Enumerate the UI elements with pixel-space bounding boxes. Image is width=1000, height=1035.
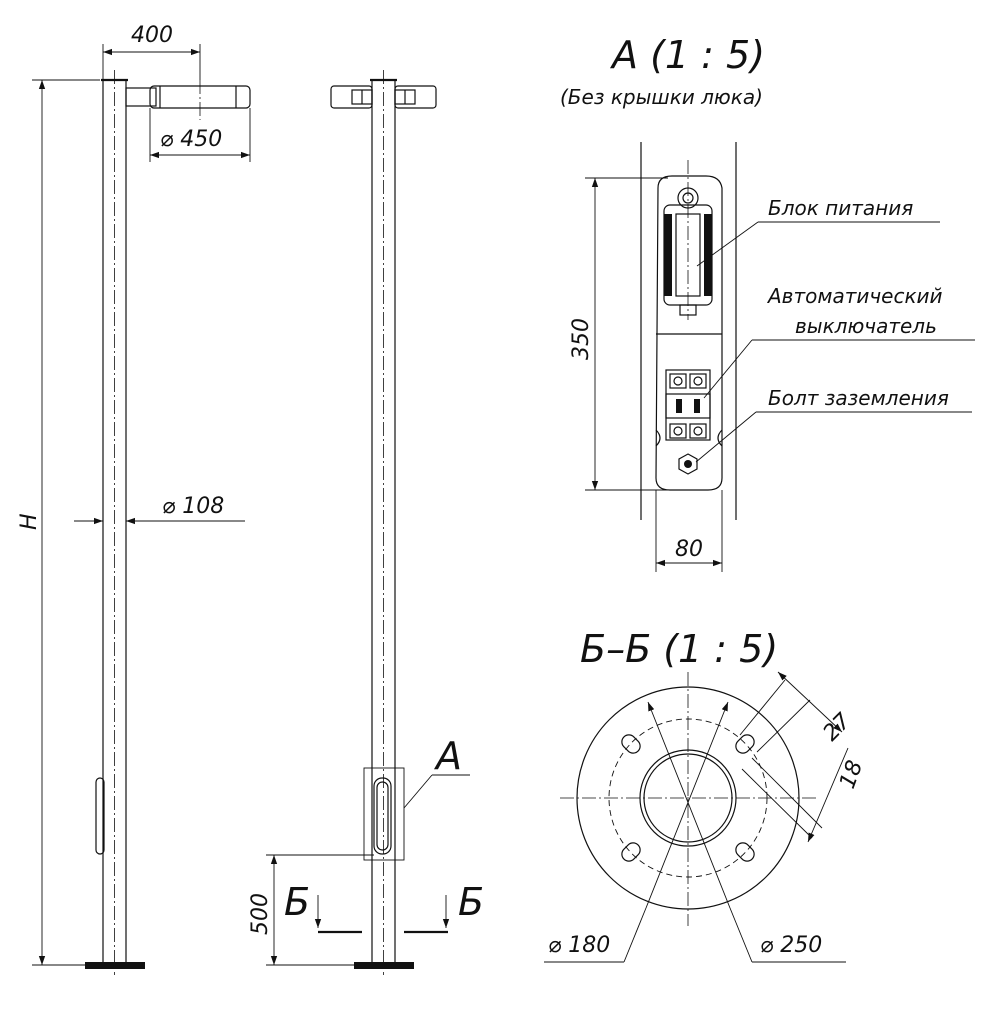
pole-front-view: 400 ⌀ 450 ⌀ 108 H: [17, 23, 251, 975]
luminaire-arm: [125, 80, 251, 120]
ground-bolt: [678, 453, 698, 475]
dim-inner: ⌀ 180: [548, 933, 610, 958]
dim-slot-length: 27: [819, 709, 856, 746]
detail-a: А (1 : 5) (Без крышки люка): [560, 33, 975, 572]
section-bb-title: Б–Б (1 : 5): [580, 627, 778, 671]
label-breaker-line2: выключатель: [795, 314, 937, 338]
callout-a-frame: [363, 767, 405, 861]
dim-arm-length: 400: [131, 23, 173, 48]
dim-luminaire: ⌀ 450: [160, 127, 222, 152]
label-ground-bolt: Болт заземления: [768, 386, 949, 410]
label-breaker-line1: Автоматический: [766, 284, 943, 308]
label-power-unit: Блок питания: [768, 196, 913, 220]
pole-side-view: А 500 Б Б: [248, 70, 484, 975]
dim-height: H: [17, 513, 42, 530]
pole-door: [95, 777, 105, 855]
circuit-breaker: [665, 369, 711, 441]
dim-outer: ⌀ 250: [760, 933, 822, 958]
section-mark-left: Б: [284, 880, 310, 924]
section-bb: Б–Б (1 : 5) ⌀ 180 ⌀ 250 27 18: [544, 627, 868, 963]
hatch-opening: [655, 175, 723, 491]
detail-a-title: А (1 : 5): [609, 33, 765, 77]
power-unit: [663, 160, 713, 320]
callout-a-label: А: [433, 734, 462, 778]
bolt-slots: [621, 734, 755, 862]
section-mark-right: Б: [458, 880, 484, 924]
detail-a-subtitle: (Без крышки люка): [560, 85, 763, 109]
dim-hatch-height: 350: [569, 318, 594, 360]
dim-slot-width: 18: [835, 757, 868, 792]
luminaire-side: [330, 85, 437, 109]
dim-hatch-width: 80: [675, 537, 703, 562]
dim-door-height: 500: [248, 893, 273, 935]
base-plate: [85, 962, 145, 969]
dim-pole-diameter: ⌀ 108: [162, 494, 224, 519]
